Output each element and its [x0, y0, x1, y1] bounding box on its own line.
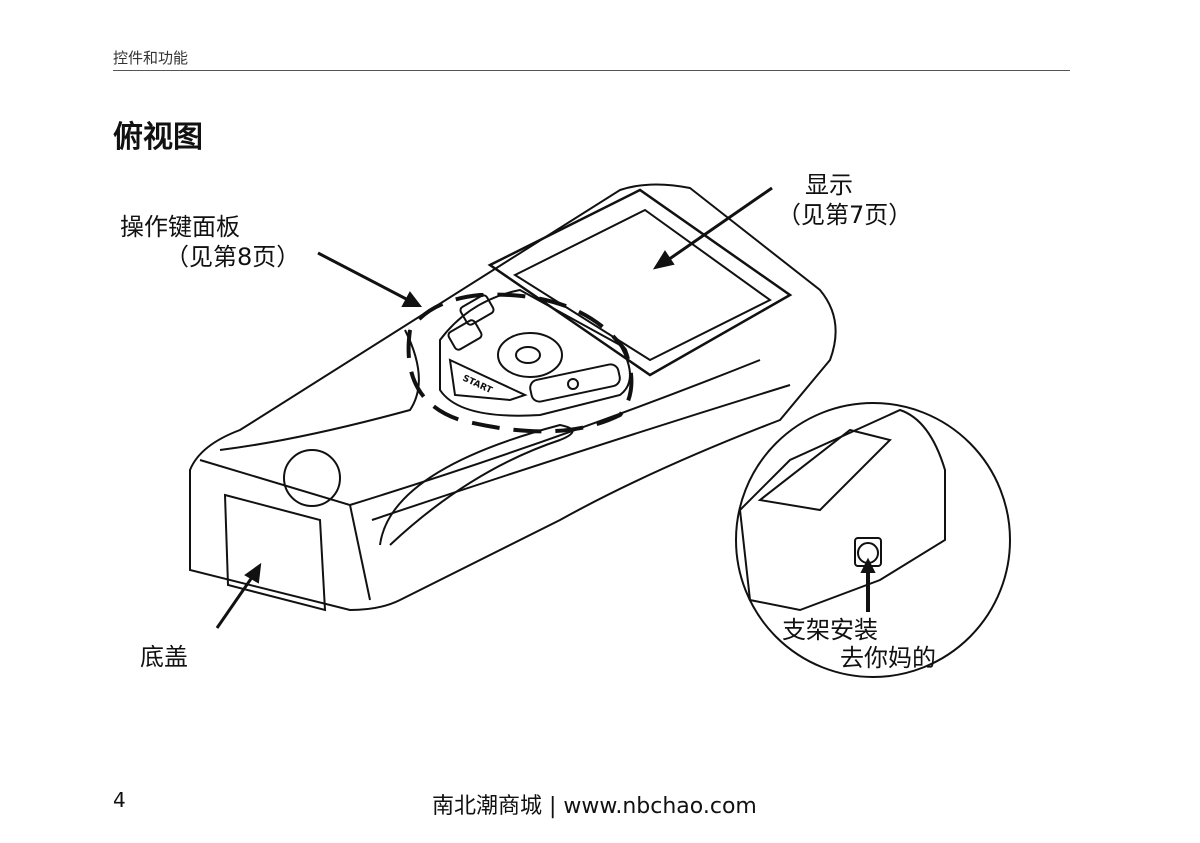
device-body: [189, 183, 837, 612]
footer-site: 南北潮商城 | www.nbchao.com: [432, 794, 757, 819]
keypad-panel: [439, 288, 631, 417]
bottom-cover: [223, 493, 327, 612]
start-label: START: [461, 374, 495, 397]
mode-button: [447, 319, 483, 351]
power-icon: [567, 378, 579, 390]
bracket-label: 支架安装: [782, 616, 878, 644]
page-title: 俯视图: [113, 120, 203, 155]
nav-button: [497, 332, 563, 378]
header-divider: [113, 70, 1070, 71]
bottom-cover-label: 底盖: [140, 643, 188, 671]
hold-button: [459, 294, 495, 326]
start-button: [448, 358, 528, 402]
display-callout-label: 显示: [805, 171, 853, 199]
running-header: 控件和功能: [113, 49, 189, 67]
keypad-callout-label: 操作键面板: [120, 213, 240, 241]
display-bezel: [487, 188, 793, 377]
display-callout-ref: （见第7页）: [777, 201, 913, 229]
inset-detail: [735, 402, 1011, 678]
display-screen: [512, 208, 772, 362]
page-number: 4: [113, 788, 126, 812]
keypad-highlight: [406, 292, 634, 434]
bracket-extra-text: 去你妈的: [840, 644, 936, 672]
keypad-callout-ref: （见第8页）: [165, 243, 301, 271]
power-button: [529, 363, 621, 403]
brand-logo: [283, 449, 341, 507]
